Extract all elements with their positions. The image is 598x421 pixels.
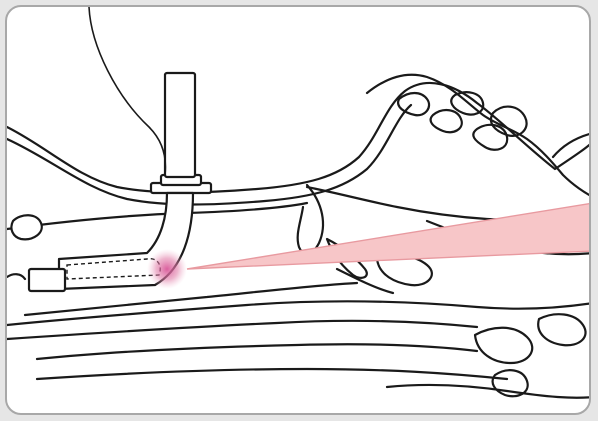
- vertebra: [538, 314, 585, 345]
- nasal-septum: [553, 133, 591, 157]
- tube-tip: [29, 269, 65, 291]
- tube-connector: [165, 73, 195, 177]
- tube-contact-highlight: [147, 249, 187, 289]
- nasal-turbinate: [431, 110, 462, 132]
- trachea-upper-wall: [7, 203, 307, 229]
- oxygen-line: [89, 7, 165, 175]
- airway-diagram: [7, 7, 591, 415]
- vertebra: [475, 328, 532, 363]
- nasal-turbinate: [473, 125, 507, 150]
- spine-outline: [37, 344, 477, 359]
- spine-outline: [387, 385, 591, 398]
- spine-outline: [37, 369, 507, 379]
- sinus-outline: [491, 107, 527, 136]
- esophagus-wall: [7, 321, 477, 339]
- sternum-outline: [7, 274, 25, 279]
- nasal-turbinate: [398, 93, 429, 115]
- diagram-frame: [5, 5, 591, 415]
- magnifier-callout-beam: [187, 203, 591, 269]
- thyroid-gland: [11, 215, 41, 239]
- nasal-cavity-outline: [367, 75, 591, 197]
- neck-skin-outline: [7, 83, 591, 193]
